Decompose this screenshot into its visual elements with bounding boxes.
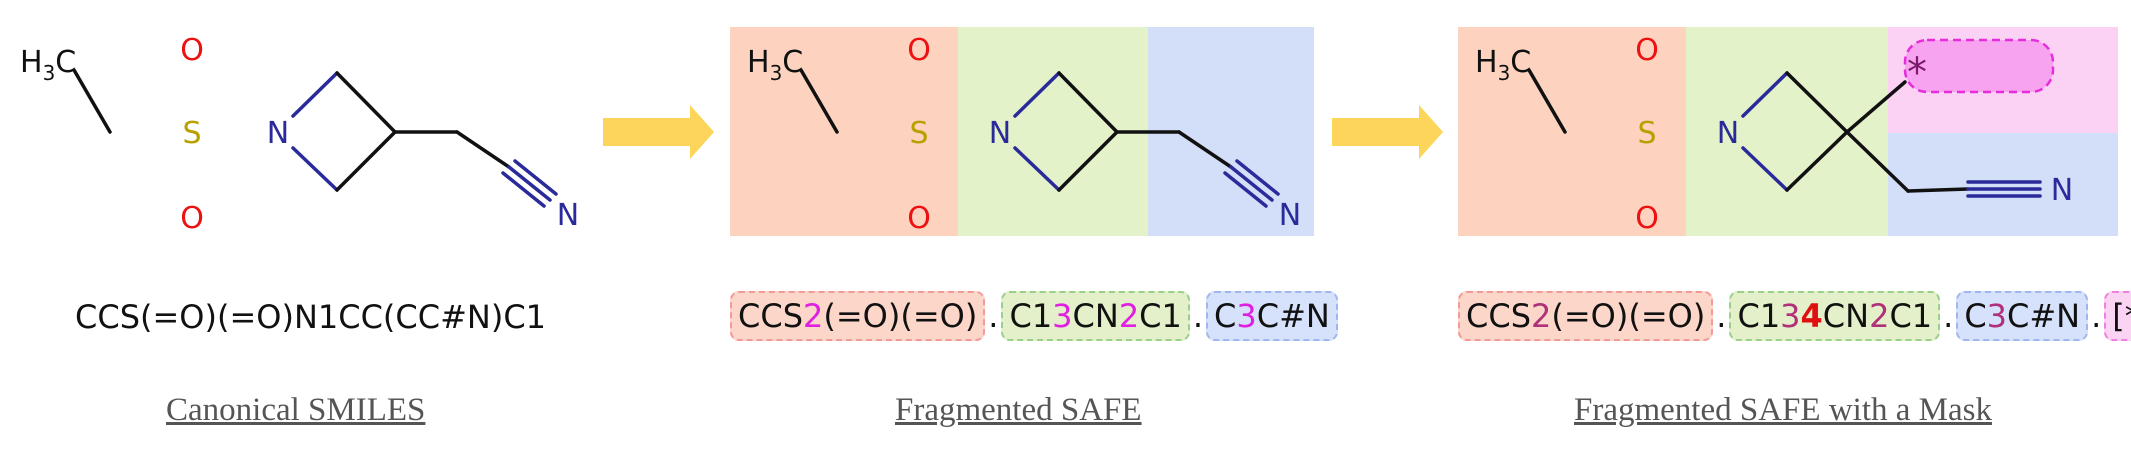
svg-text:N: N: [1279, 198, 1301, 233]
caption-canonical: Canonical SMILES: [166, 392, 426, 428]
svg-text:H3C: H3C: [20, 45, 76, 85]
mask-pill: [1903, 38, 2055, 94]
fragment-region-blue-masked: [1888, 133, 2118, 236]
svg-text:S: S: [182, 116, 201, 151]
fragment-separator: .: [2091, 297, 2102, 335]
fragment-separator: .: [1943, 297, 1954, 335]
canonical-smiles: CCS(=O)(=O)N1CC(CC#N)C1: [75, 298, 547, 336]
svg-text:N: N: [557, 198, 579, 233]
masked-fragment-1: CCS2(=O)(=O): [1458, 291, 1714, 341]
fragment-separator: .: [1192, 297, 1204, 335]
arrow-icon: [1332, 105, 1443, 159]
svg-text:O: O: [180, 201, 204, 236]
molecule-fragmented: [799, 62, 1280, 208]
svg-text:S: S: [1637, 116, 1656, 151]
mask-atom-star: *: [1907, 50, 1927, 96]
molecule-canonical: [72, 62, 558, 208]
svg-text:O: O: [907, 201, 931, 236]
atom-labels-masked: H3C S O O N N *: [1475, 33, 2073, 236]
safe-fragment-2: C13CN2C1: [1001, 291, 1190, 341]
molecule-masked: [1527, 62, 2042, 200]
caption-fragmented: Fragmented SAFE: [895, 392, 1142, 428]
svg-text:O: O: [1635, 201, 1659, 236]
caption-masked: Fragmented SAFE with a Mask: [1574, 392, 1992, 428]
svg-text:N: N: [1717, 116, 1739, 151]
fragment-separator: .: [1716, 297, 1727, 335]
masked-safe: CCS2(=O)(=O).C134CN2C1.C3C#N.[*]: [1458, 291, 2131, 341]
arrow-icon: [603, 105, 714, 159]
svg-text:O: O: [180, 33, 204, 68]
fragment-separator: .: [988, 297, 999, 335]
svg-text:S: S: [909, 116, 928, 151]
safe-fragment-3: C3C#N: [1206, 291, 1338, 341]
svg-text:O: O: [907, 33, 931, 68]
fragmented-safe: CCS2(=O)(=O).C13CN2C1.C3C#N: [730, 291, 1338, 341]
svg-text:N: N: [989, 116, 1011, 151]
masked-fragment-2: C134CN2C1: [1729, 291, 1941, 341]
svg-text:O: O: [1635, 33, 1659, 68]
masked-fragment-3: C3C#N: [1956, 291, 2089, 341]
atom-labels-fragmented: H3C S O O N N: [747, 33, 1301, 236]
svg-text:N: N: [2051, 173, 2073, 208]
svg-text:N: N: [267, 116, 289, 151]
atom-labels-canonical: H3C S O O N N: [20, 33, 579, 236]
svg-text:H3C: H3C: [747, 45, 803, 85]
safe-fragment-1: CCS2(=O)(=O): [730, 291, 986, 341]
svg-text:H3C: H3C: [1475, 45, 1531, 85]
mask-fragment: [*]: [2104, 291, 2131, 341]
